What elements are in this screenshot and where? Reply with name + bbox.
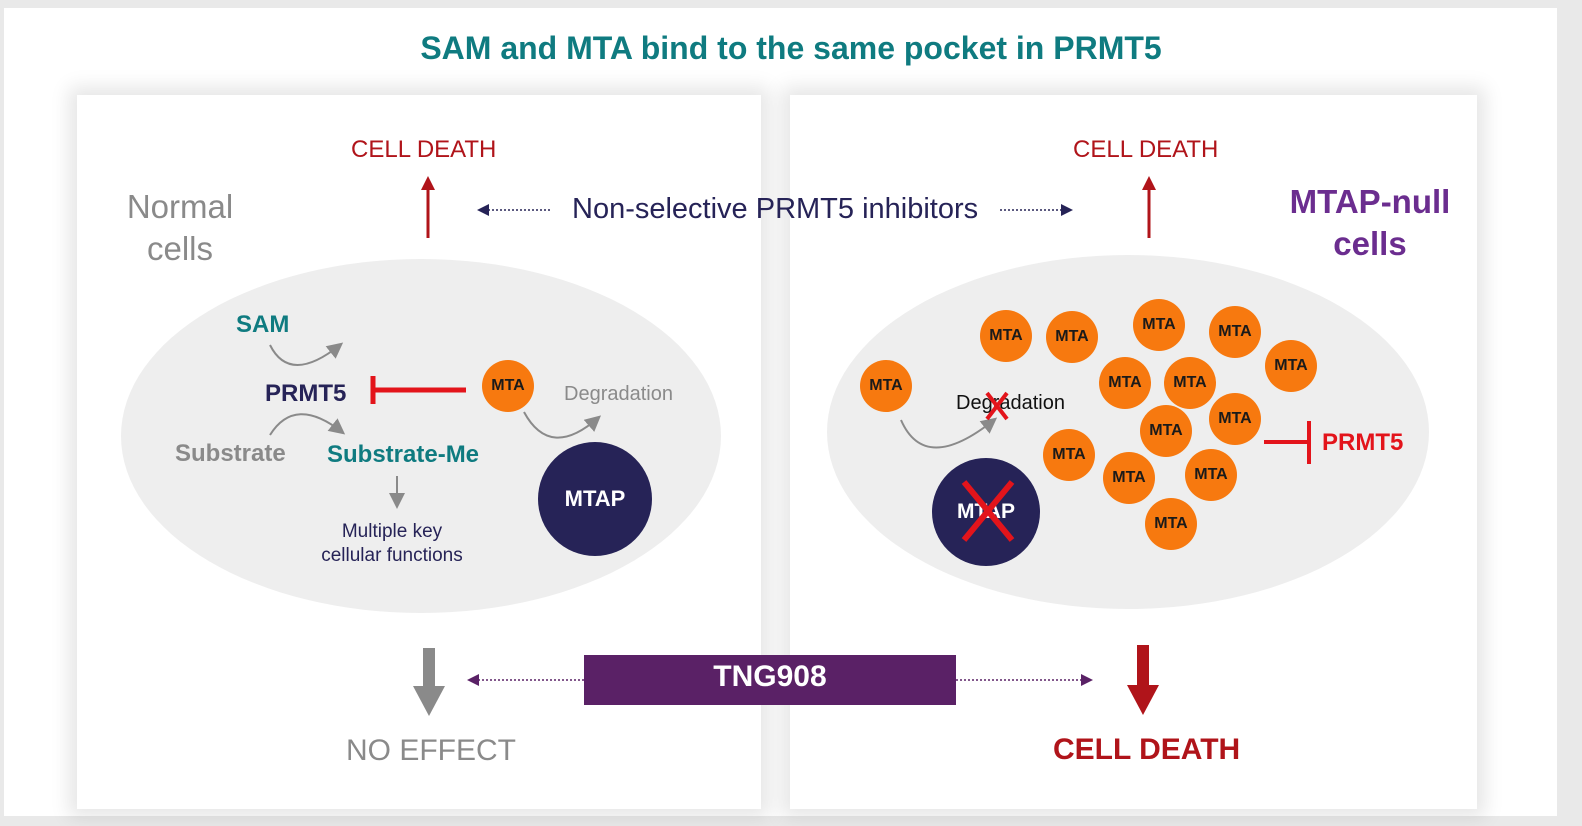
substrate-me-label: Substrate-Me [327, 441, 480, 468]
prmt5-label: PRMT5 [265, 380, 347, 407]
mtap-null-cell-ellipse [827, 255, 1429, 609]
slide-title: SAM and MTA bind to the same pocket in P… [420, 30, 1162, 66]
cell-death-outcome-label: CELL DEATH [1053, 733, 1241, 766]
normal-cells-label: Normal cells [110, 186, 250, 270]
degradation-blocked-x-icon [985, 391, 1009, 421]
right-degradation-arrow [900, 417, 998, 449]
left-degradation-arrow [523, 411, 602, 439]
mta-molecule: MTA [1043, 429, 1095, 481]
mtap-null-cells-label: MTAP-null cells [1270, 181, 1470, 265]
normal-cells-label-line2: cells [146, 230, 214, 267]
mta-molecule: MTA [1145, 498, 1197, 550]
mta-molecule: MTA [1164, 357, 1216, 409]
mtap-enzyme-deleted: MTAP [932, 458, 1040, 566]
right-degradation-label: Degradation [956, 392, 1065, 414]
cellular-functions-line2: cellular functions [321, 545, 463, 566]
mta-molecule: MTA [1133, 299, 1185, 351]
mta-molecule: MTA [1209, 393, 1261, 445]
mtap-deleted-x-icon [961, 480, 1015, 542]
mta-molecule: MTA [1140, 405, 1192, 457]
mta-molecule: MTA [1209, 306, 1261, 358]
normal-cells-label-line1: Normal [126, 188, 234, 225]
non-selective-inhibitors-label: Non-selective PRMT5 inhibitors [572, 193, 979, 225]
substrate-curved-arrow [269, 413, 346, 436]
mtap-null-cells-label-line2: cells [1333, 225, 1407, 262]
left-up-arrow [421, 176, 435, 238]
tng908-bar [584, 655, 956, 705]
mta-molecule: MTA [1046, 311, 1098, 363]
no-effect-down-arrow [413, 648, 445, 716]
left-cell-death-label: CELL DEATH [351, 136, 497, 163]
sam-label: SAM [236, 311, 290, 338]
mtap-enzyme: MTAP [538, 442, 652, 556]
substrate-label: Substrate [175, 440, 286, 467]
cellular-functions-label: Multiple key cellular functions [292, 520, 492, 568]
mta-molecule: MTA [1103, 452, 1155, 504]
mta-molecule: MTA [1265, 340, 1317, 392]
mta-molecule: MTA [482, 360, 534, 412]
mta-molecule: MTA [980, 310, 1032, 362]
right-up-arrow [1142, 176, 1156, 238]
mta-molecule: MTA [1185, 449, 1237, 501]
cell-death-down-arrow [1127, 645, 1159, 715]
tng908-label: TNG908 [713, 660, 827, 693]
mta-inhibition-bar [370, 376, 466, 404]
mtap-null-cells-label-line1: MTAP-null [1289, 183, 1451, 220]
no-effect-label: NO EFFECT [346, 734, 516, 767]
mta-molecule: MTA [860, 360, 912, 412]
sam-curved-arrow [269, 342, 344, 366]
left-degradation-label: Degradation [564, 383, 673, 405]
right-cell-death-label: CELL DEATH [1073, 136, 1219, 163]
normal-cell-ellipse [121, 259, 721, 613]
right-prmt5-label: PRMT5 [1322, 429, 1404, 456]
cellular-functions-line1: Multiple key [341, 521, 443, 542]
mta-pool-inhibition-bar [1264, 421, 1311, 464]
mta-molecule: MTA [1099, 357, 1151, 409]
